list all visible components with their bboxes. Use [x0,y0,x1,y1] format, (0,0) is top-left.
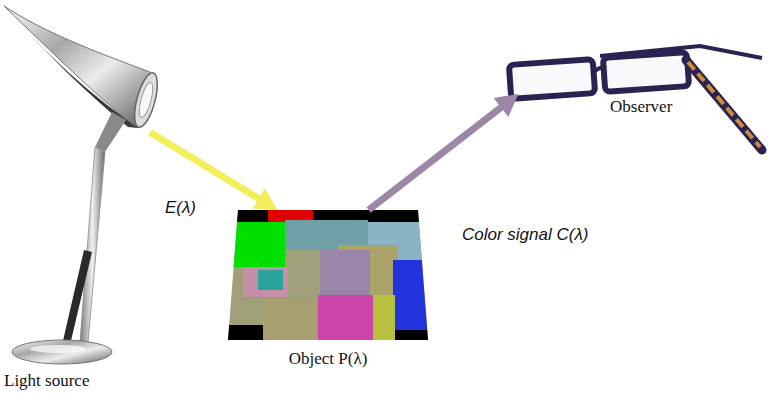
observer: Observer [505,48,685,94]
connector-shaft [369,106,503,210]
object-patch: Object P(λ) [228,210,428,340]
lamp-fin [62,250,92,345]
color-signal-arrow [369,94,519,210]
patch [228,325,263,340]
glasses-illustration [509,46,762,150]
lamp-pole [80,147,105,342]
color-patch-mosaic [228,210,428,340]
patch [320,250,370,295]
lamp-mouth [130,71,162,130]
patch [228,210,268,222]
node-label: Observer [610,98,672,116]
lamp-head-shadow [4,6,138,128]
glasses-bridge [594,68,606,73]
arrowhead [252,188,277,210]
patch [233,222,285,267]
glasses-right-lens [603,52,689,92]
lamp-neck [95,112,126,152]
patch [243,267,288,297]
glasses-temple-stripe [688,62,760,147]
node-label: Object P(λ) [289,350,368,368]
patch [393,260,428,330]
light-source: Light source [0,0,150,352]
glasses-left-lens [509,59,595,99]
arrowhead [494,94,519,117]
patch [383,210,428,222]
edge-label: Color signal C(λ) [460,225,590,245]
patch [373,295,395,340]
lamp-head [4,6,151,128]
lamp-lens [137,81,156,118]
lamp-illustration [4,6,162,364]
edge-label: E(λ) [163,198,198,218]
patch [263,300,318,340]
lamp-base-sheen [30,345,86,353]
connector-shaft [150,132,260,199]
glasses-temple [686,60,762,150]
patch [395,330,428,340]
node-label: Light source [4,372,89,390]
patch [258,270,283,290]
lamp-base [12,340,112,364]
patch [318,295,373,340]
patch [228,210,428,340]
